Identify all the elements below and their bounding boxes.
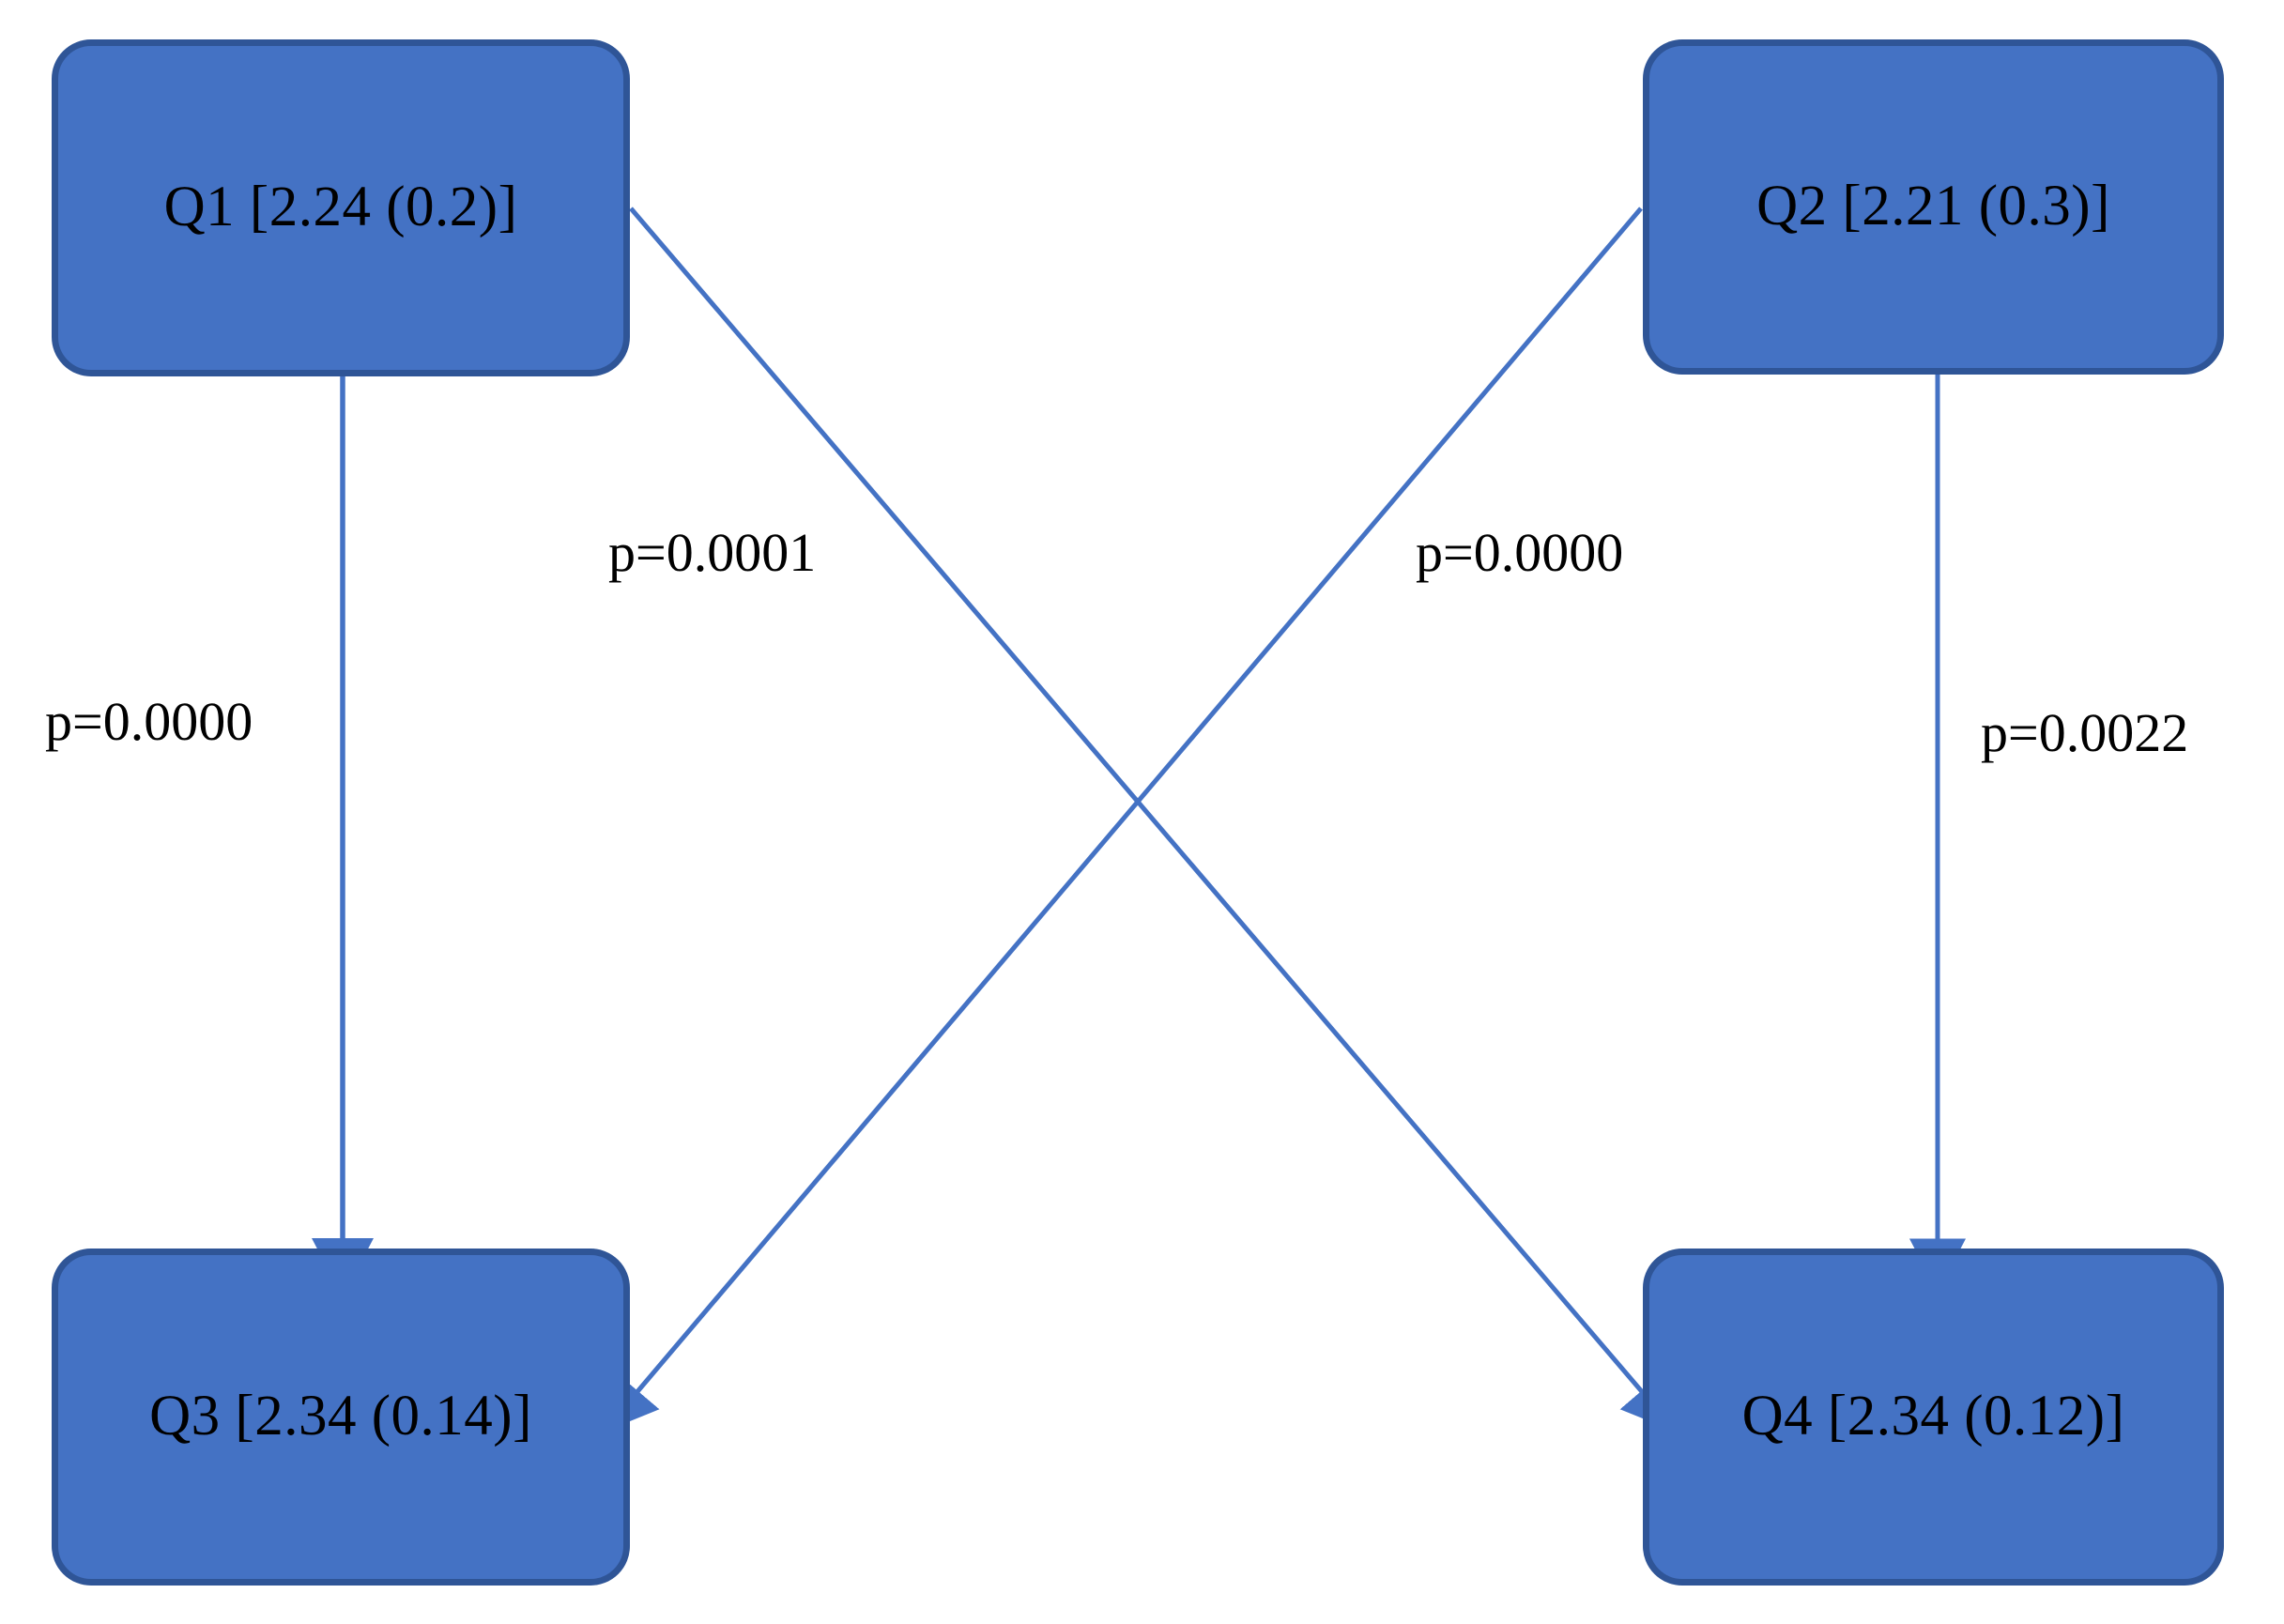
node-q2[interactable]: Q2 [2.21 (0.3)] (1643, 39, 2224, 375)
node-q1-label: Q1 [2.24 (0.2)] (163, 176, 518, 239)
node-q4-label: Q4 [2.34 (0.12)] (1741, 1385, 2125, 1448)
node-q4[interactable]: Q4 [2.34 (0.12)] (1643, 1249, 2224, 1586)
node-q2-label: Q2 [2.21 (0.3)] (1756, 175, 2110, 238)
edge-label-q1-to-q4: p=0.0001 (608, 522, 817, 583)
edge-q2-to-q3 (603, 207, 1643, 1432)
node-q3-label: Q3 [2.34 (0.14)] (149, 1385, 532, 1448)
edge-label-q2-to-q4: p=0.0022 (1981, 702, 2189, 763)
node-q1[interactable]: Q1 [2.24 (0.2)] (52, 39, 630, 376)
edge-label-q2-to-q3: p=0.0000 (1416, 522, 1624, 583)
node-q3[interactable]: Q3 [2.34 (0.14)] (52, 1249, 630, 1586)
edge-label-q1-to-q3: p=0.0000 (45, 691, 253, 752)
